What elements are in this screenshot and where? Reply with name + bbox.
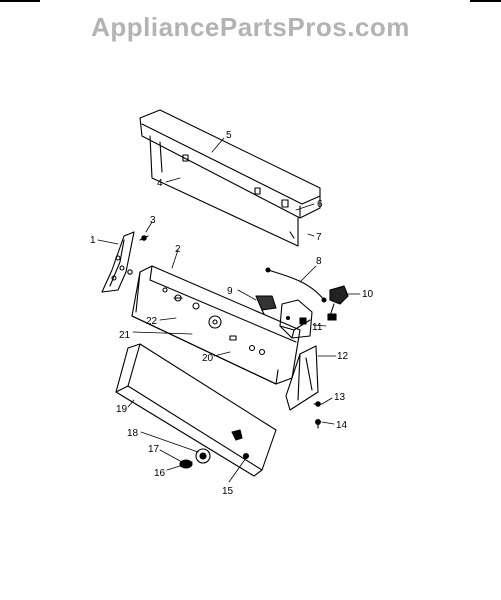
label-part-9: 9 — [227, 286, 233, 297]
right-end-cap — [285, 345, 319, 411]
label-part-17: 17 — [148, 444, 160, 455]
watermark: AppliancePartsPros.com — [91, 12, 410, 42]
label-part-14: 14 — [336, 420, 348, 431]
label-part-4: 4 — [157, 178, 163, 189]
screw-14 — [315, 419, 321, 429]
label-part-15: 15 — [222, 486, 234, 497]
label-part-11: 11 — [312, 322, 323, 333]
label-part-3: 3 — [150, 215, 156, 226]
label-part-7: 7 — [316, 232, 322, 243]
label-part-16: 16 — [154, 468, 166, 479]
knob-assembly — [179, 448, 211, 469]
label-part-1: 1 — [90, 235, 96, 246]
rear-trim-assembly — [139, 109, 321, 247]
label-part-22: 22 — [146, 316, 158, 327]
left-end-bracket — [101, 231, 135, 293]
label-part-19: 19 — [116, 404, 128, 415]
wire-8 — [265, 267, 327, 303]
label-part-10: 10 — [362, 289, 374, 300]
label-part-13: 13 — [334, 392, 346, 403]
label-part-20: 20 — [202, 353, 214, 364]
part-labels: 5 4 6 7 3 1 2 8 9 10 11 22 21 12 20 13 1… — [90, 130, 374, 497]
label-part-5: 5 — [226, 130, 232, 141]
top-border-right — [470, 0, 501, 2]
label-part-21: 21 — [119, 330, 131, 341]
top-border-left — [0, 0, 40, 2]
control-panel — [131, 265, 301, 385]
screw-3 — [139, 235, 149, 241]
label-part-2: 2 — [175, 244, 181, 255]
label-part-18: 18 — [127, 428, 139, 439]
switch-9 — [255, 295, 277, 315]
harness-10 — [327, 285, 349, 321]
leader-lines — [97, 137, 361, 483]
label-part-8: 8 — [316, 256, 322, 267]
label-part-6: 6 — [317, 199, 323, 210]
timer-11 — [279, 299, 313, 339]
screw-13 — [313, 401, 323, 407]
label-part-12: 12 — [337, 351, 349, 362]
